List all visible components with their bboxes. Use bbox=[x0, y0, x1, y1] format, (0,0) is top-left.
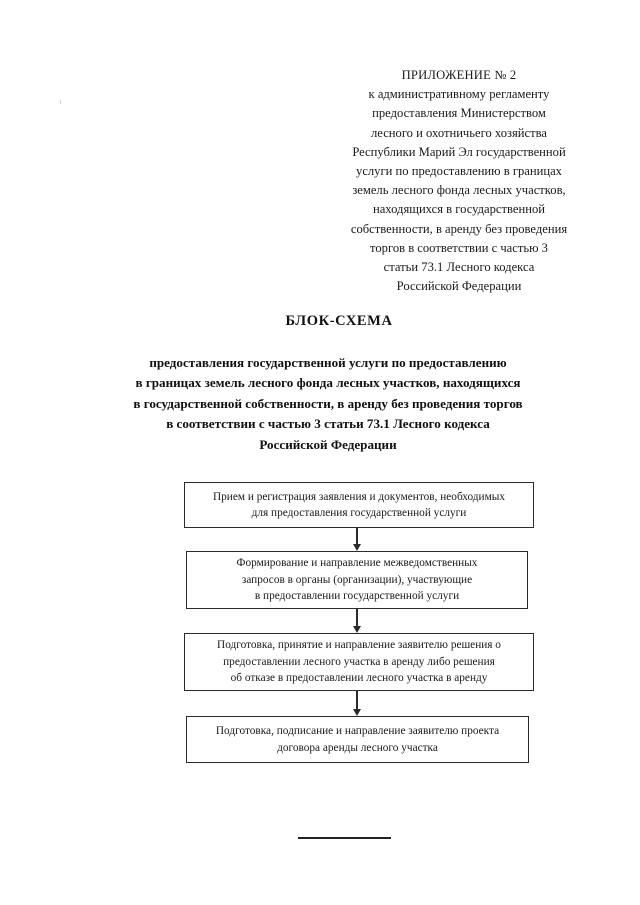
step-line: для предоставления государственной услуг… bbox=[251, 507, 467, 519]
subtitle-line: предоставления государственной услуги по… bbox=[149, 355, 507, 370]
appendix-number: ПРИЛОЖЕНИЕ № 2 bbox=[401, 68, 517, 82]
header-line: услуги по предоставлению в границах bbox=[356, 164, 562, 179]
bottom-separator-rule bbox=[298, 837, 391, 839]
flowchart-step-text: Подготовка, принятие и направление заяви… bbox=[217, 637, 501, 686]
step-line: в предоставлении государственной услуги bbox=[254, 590, 460, 603]
step-line: Формирование и направление межведомствен… bbox=[236, 557, 478, 570]
step-line: об отказе в предоставлении лесного участ… bbox=[230, 672, 488, 685]
header-line: Республики Марий Эл государственной bbox=[352, 144, 566, 159]
arrow-stem bbox=[356, 609, 358, 627]
subtitle-line: в государственной собственности, в аренд… bbox=[133, 395, 523, 411]
header-line: торгов в соответствии с частью 3 bbox=[370, 240, 548, 255]
arrow-stem bbox=[356, 691, 358, 710]
down-arrow-icon bbox=[350, 691, 364, 717]
flowchart-step-1: Прием и регистрация заявления и документ… bbox=[184, 482, 534, 528]
appendix-reference-header: ПРИЛОЖЕНИЕ № 2 к административному регла… bbox=[318, 66, 600, 296]
header-line: собственности, в аренду без проведения bbox=[350, 221, 568, 236]
scan-artifact bbox=[60, 100, 61, 104]
arrow-stem bbox=[356, 528, 358, 545]
step-line: договора аренды лесного участка bbox=[277, 741, 438, 754]
header-line: земель лесного фонда лесных участков, bbox=[352, 183, 566, 198]
header-line: Российской Федерации bbox=[396, 279, 522, 294]
step-line: Подготовка, подписание и направление зая… bbox=[215, 725, 500, 738]
header-line: предоставления Министерством bbox=[372, 106, 546, 121]
arrow-head bbox=[352, 709, 361, 716]
step-line: Прием и регистрация заявления и документ… bbox=[212, 490, 505, 503]
step-line: Подготовка, принятие и направление заяви… bbox=[217, 639, 501, 652]
down-arrow-icon bbox=[350, 528, 364, 552]
step-line: запросов в органы (организации), участву… bbox=[241, 573, 473, 586]
page-title: БЛОК-СХЕМА bbox=[285, 313, 393, 329]
flowchart-step-text: Подготовка, подписание и направление зая… bbox=[216, 723, 499, 756]
flowchart-step-text: Формирование и направление межведомствен… bbox=[237, 555, 478, 604]
arrow-head bbox=[352, 544, 361, 551]
flowchart-step-4: Подготовка, подписание и направление зая… bbox=[186, 716, 529, 763]
header-line: к административному регламенту bbox=[368, 87, 550, 102]
down-arrow-icon bbox=[350, 609, 364, 634]
flowchart-step-3: Подготовка, принятие и направление заяви… bbox=[184, 633, 534, 691]
header-line: статьи 73.1 Лесного кодекса bbox=[383, 260, 535, 275]
flowchart-step-2: Формирование и направление межведомствен… bbox=[186, 551, 528, 609]
step-line: предоставлении лесного участка в аренду … bbox=[223, 655, 495, 668]
header-line: находящихся в государственной bbox=[372, 202, 546, 217]
subtitle-line: в соответствии с частью 3 статьи 73.1 Ле… bbox=[166, 416, 490, 432]
subtitle-line: Российской Федерации bbox=[259, 436, 397, 452]
subtitle-line: в границах земель лесного фонда лесных у… bbox=[135, 375, 521, 391]
header-line: лесного и охотничьего хозяйства bbox=[371, 125, 547, 140]
arrow-head bbox=[352, 626, 361, 633]
flowchart-step-text: Прием и регистрация заявления и документ… bbox=[213, 489, 505, 522]
page-subtitle: предоставления государственной услуги по… bbox=[0, 353, 640, 455]
